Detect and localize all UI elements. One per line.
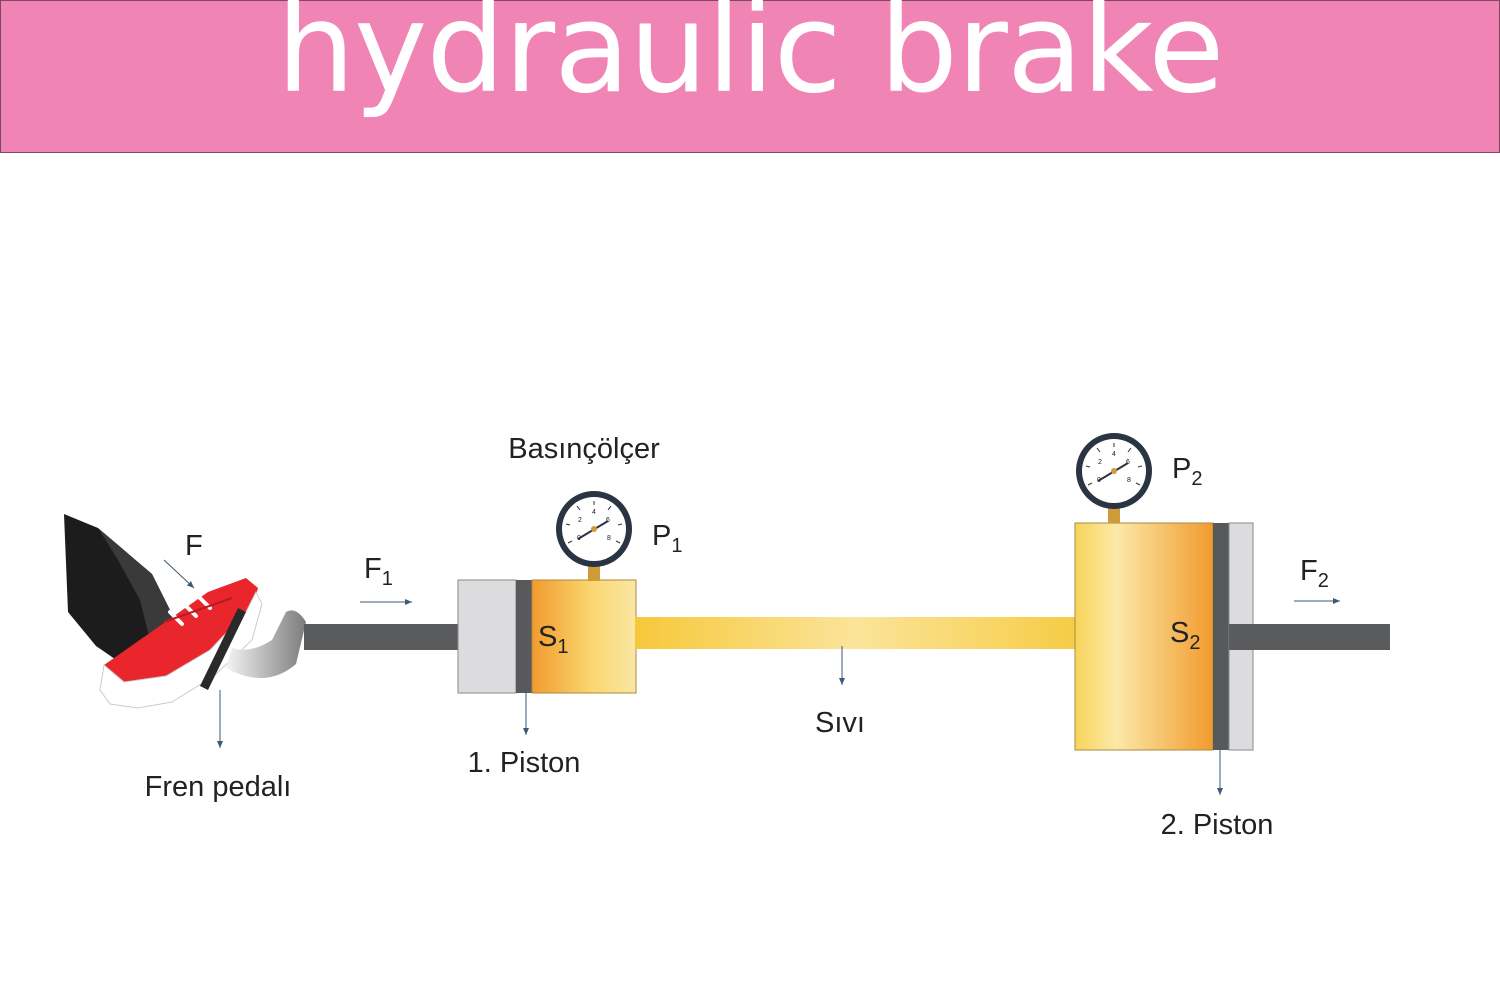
- title-banner: hydraulic brake: [0, 0, 1500, 153]
- pressure1-symbol: P: [652, 520, 671, 552]
- fluid-tube: [635, 617, 1077, 649]
- area2-symbol: S: [1170, 617, 1189, 649]
- piston-2: [1213, 523, 1229, 750]
- piston2-label: 2. Piston: [1161, 809, 1274, 841]
- gauge-icon: 0 2 4 6 8: [1076, 433, 1152, 523]
- brake-pedal-icon: [200, 608, 306, 690]
- gauge-label: Basınçölçer: [508, 433, 660, 465]
- pressure2-label: P2: [1172, 453, 1202, 490]
- area2-subscript: 2: [1189, 632, 1200, 654]
- force-pedal-arrow: [163, 559, 195, 589]
- gauge-tick: 6: [606, 517, 610, 524]
- pedal-label: Fren pedalı: [145, 771, 292, 803]
- pressure2-symbol: P: [1172, 453, 1191, 485]
- area2-label: S2: [1170, 617, 1200, 654]
- gauge-tick: 4: [592, 509, 596, 516]
- force-in-symbol: F: [364, 553, 382, 585]
- piston-1: [516, 580, 532, 693]
- force-out-subscript: 2: [1318, 570, 1329, 592]
- cylinder-1: [457, 579, 637, 694]
- gauge-tick: 6: [1126, 459, 1130, 466]
- gauge-icon: 0 2 4 6 8: [556, 491, 632, 581]
- cylinder-2: [1074, 522, 1254, 751]
- piston1-label: 1. Piston: [468, 747, 581, 779]
- pressure1-subscript: 1: [671, 535, 682, 557]
- force-out-symbol: F: [1300, 555, 1318, 587]
- area1-subscript: 1: [557, 636, 568, 658]
- gauge-tick: 8: [607, 535, 611, 542]
- gauge-tick: 4: [1112, 451, 1116, 458]
- gauge-tick: 2: [1098, 459, 1102, 466]
- area1-label: S1: [538, 621, 568, 658]
- input-rod: [304, 624, 458, 650]
- force-in-subscript: 1: [382, 568, 393, 590]
- pressure2-subscript: 2: [1191, 468, 1202, 490]
- output-rod: [1229, 624, 1390, 650]
- gauge-tick: 2: [578, 517, 582, 524]
- shoe-icon: [99, 578, 263, 709]
- pressure1-label: P1: [652, 520, 682, 557]
- page-title: hydraulic brake: [276, 0, 1224, 121]
- force-out-label: F2: [1300, 555, 1329, 592]
- area1-symbol: S: [538, 621, 557, 653]
- force-pedal-label: F: [185, 530, 203, 562]
- fluid-label: Sıvı: [815, 707, 865, 739]
- gauge-tick: 8: [1127, 477, 1131, 484]
- force-in-label: F1: [364, 553, 393, 590]
